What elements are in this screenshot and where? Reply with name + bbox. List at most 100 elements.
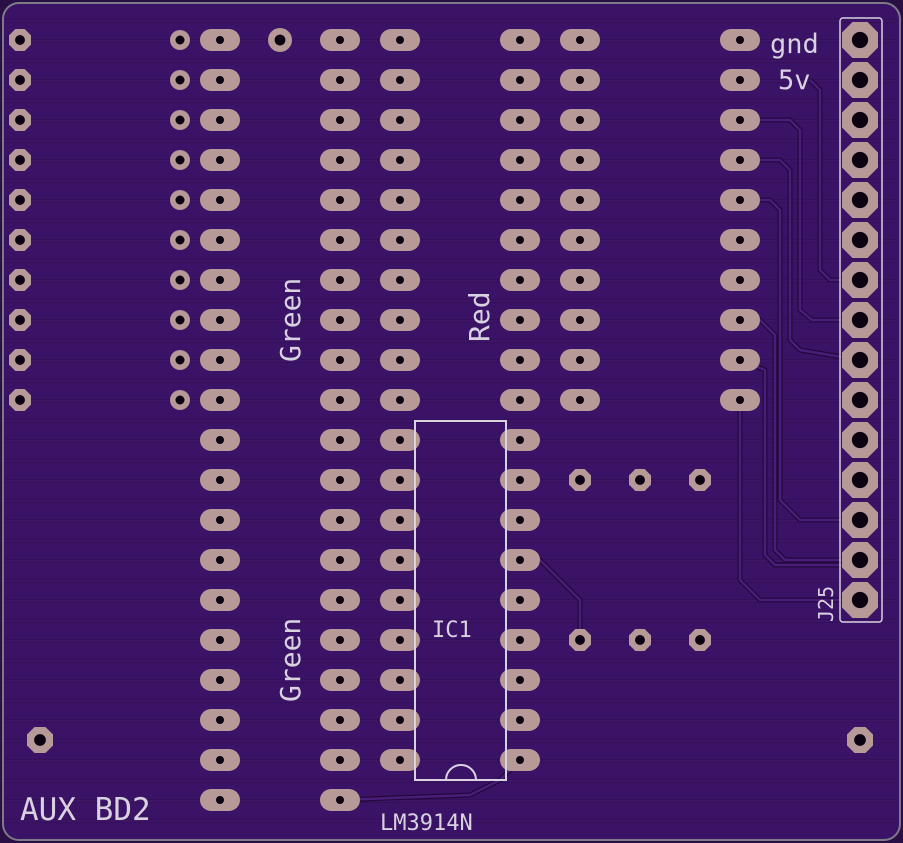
drill-hole [336, 76, 344, 84]
drill-hole [336, 556, 344, 564]
drill-hole [175, 235, 185, 245]
drill-hole [516, 36, 524, 44]
drill-hole [396, 76, 404, 84]
drill-hole [15, 35, 25, 45]
drill-hole [736, 76, 744, 84]
drill-hole [851, 311, 869, 329]
drill-hole [216, 596, 224, 604]
drill-hole [635, 635, 645, 645]
drill-hole [175, 115, 185, 125]
drill-hole [576, 196, 584, 204]
drill-hole [396, 476, 404, 484]
drill-hole [576, 156, 584, 164]
drill-hole [851, 471, 869, 489]
silkscreen: gnd 5v Green Green Red IC1 LM3914N J25 A… [20, 17, 883, 836]
drill-hole [576, 316, 584, 324]
drill-hole [216, 76, 224, 84]
drill-hole [336, 276, 344, 284]
drill-hole [396, 36, 404, 44]
drill-hole [336, 116, 344, 124]
drill-hole [396, 756, 404, 764]
drill-hole [851, 71, 869, 89]
drill-hole [516, 276, 524, 284]
drill-hole [851, 551, 869, 569]
drill-hole [216, 356, 224, 364]
drill-hole [516, 316, 524, 324]
drill-hole [175, 155, 185, 165]
drill-hole [216, 516, 224, 524]
drill-hole [396, 316, 404, 324]
drill-hole [336, 156, 344, 164]
drill-hole [736, 116, 744, 124]
drill-hole [336, 236, 344, 244]
drill-hole [851, 111, 869, 129]
drill-hole [516, 676, 524, 684]
drill-hole [575, 635, 585, 645]
drill-hole [336, 396, 344, 404]
drill-hole [851, 231, 869, 249]
drill-hole [396, 716, 404, 724]
drill-hole [336, 356, 344, 364]
label-gnd: gnd [770, 29, 819, 60]
drill-hole [396, 356, 404, 364]
ic1-outline [414, 420, 507, 781]
drill-hole [216, 676, 224, 684]
drill-hole [15, 115, 25, 125]
drill-hole [516, 476, 524, 484]
drill-hole [396, 516, 404, 524]
drill-hole [396, 436, 404, 444]
drill-hole [516, 516, 524, 524]
drill-hole [15, 315, 25, 325]
drill-hole [736, 236, 744, 244]
drill-hole [516, 356, 524, 364]
j25-outline [839, 17, 883, 623]
drill-hole [576, 76, 584, 84]
drill-hole [175, 35, 185, 45]
drill-hole [516, 116, 524, 124]
drill-hole [15, 395, 25, 405]
drill-hole [336, 516, 344, 524]
drill-hole [396, 556, 404, 564]
drill-hole [15, 75, 25, 85]
drill-hole [851, 271, 869, 289]
drill-hole [396, 276, 404, 284]
drill-hole [336, 676, 344, 684]
drill-hole [576, 276, 584, 284]
drill-hole [336, 36, 344, 44]
trace-r3 [740, 118, 860, 322]
drill-hole [216, 556, 224, 564]
drill-hole [635, 475, 645, 485]
drill-hole [396, 676, 404, 684]
drill-hole [396, 236, 404, 244]
drill-hole [175, 195, 185, 205]
drill-hole [396, 636, 404, 644]
drill-hole [216, 236, 224, 244]
drill-hole [851, 391, 869, 409]
drill-hole [216, 316, 224, 324]
drill-hole [851, 31, 869, 49]
drill-hole [216, 716, 224, 724]
drill-hole [175, 315, 185, 325]
drill-hole [516, 236, 524, 244]
drill-hole [336, 796, 344, 804]
drill-hole [851, 151, 869, 169]
drill-hole [576, 356, 584, 364]
drill-hole [396, 396, 404, 404]
drill-hole [851, 351, 869, 369]
label-board-name: AUX BD2 [20, 792, 151, 828]
drill-hole [216, 636, 224, 644]
drill-hole [336, 436, 344, 444]
drill-hole [851, 591, 869, 609]
drill-hole [396, 156, 404, 164]
drill-hole [695, 475, 705, 485]
drill-hole [274, 34, 286, 46]
label-ic1-part: LM3914N [380, 811, 473, 836]
trace-r5 [740, 198, 860, 522]
drill-hole [396, 196, 404, 204]
drill-hole [216, 116, 224, 124]
drill-hole [516, 156, 524, 164]
drill-hole [851, 511, 869, 529]
drill-hole [736, 316, 744, 324]
drill-hole [575, 475, 585, 485]
drill-hole [336, 716, 344, 724]
